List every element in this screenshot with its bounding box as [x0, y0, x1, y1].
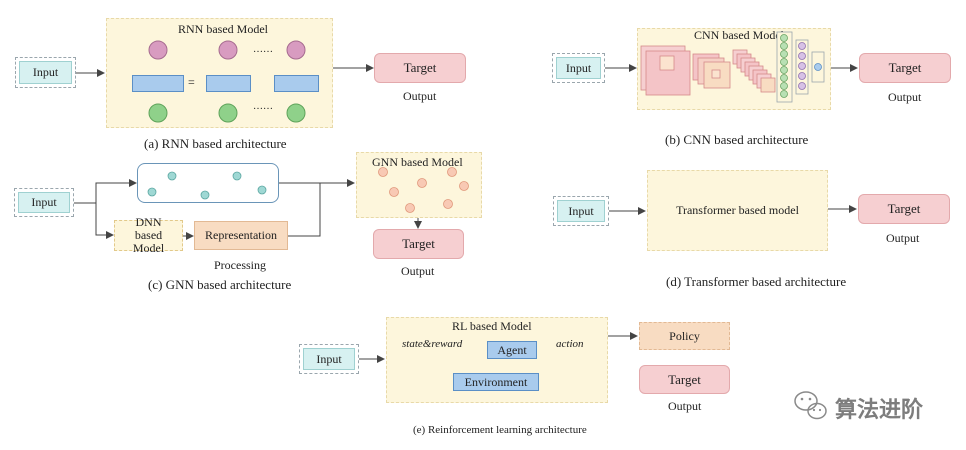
rnn-dots-bottom: …… [253, 101, 273, 112]
watermark-text: 算法进阶 [835, 398, 924, 423]
rl-state-reward-label: state&reward [402, 338, 463, 350]
transformer-target: Target [858, 194, 950, 224]
transformer-output-label: Output [886, 231, 920, 245]
rnn-output-node-3 [286, 40, 306, 60]
rnn-hidden-cell-2 [206, 75, 251, 92]
gnn-processing-label: Processing [214, 258, 266, 272]
rl-target: Target [639, 365, 730, 394]
rl-model-box [386, 317, 608, 403]
transformer-model-label: Transformer based model [676, 203, 799, 217]
gnn-caption: (c) GNN based architecture [148, 277, 292, 292]
rl-input: Input [299, 344, 359, 374]
gnn-representation-label: Representation [205, 228, 277, 242]
rnn-hidden-cell-1 [132, 75, 184, 92]
gnn-model-title: GNN based Model [372, 155, 463, 169]
rnn-output-node-2 [218, 40, 238, 60]
rnn-input: Input [15, 57, 76, 88]
gnn-input: Input [14, 188, 74, 217]
rl-agent-label: Agent [497, 342, 527, 357]
gnn-representation: Representation [194, 221, 288, 250]
rl-input-label: Input [303, 348, 355, 370]
gnn-branch-bottom-arrow [95, 203, 114, 239]
cnn-input: Input [552, 53, 605, 83]
rl-agent-box: Agent [487, 341, 537, 359]
cnn-output-label: Output [888, 90, 922, 104]
rl-model-title: RL based Model [452, 319, 532, 333]
transformer-input-label: Input [557, 200, 605, 222]
gnn-rep-to-model-arrow [288, 179, 355, 237]
gnn-output-label: Output [401, 264, 435, 278]
gnn-target: Target [373, 229, 464, 259]
rl-environment-label: Environment [464, 374, 528, 389]
rl-output-label: Output [668, 399, 702, 413]
cnn-model-title: CNN based Model [694, 28, 784, 42]
rnn-hidden-cell-3 [274, 75, 319, 92]
transformer-input: Input [553, 196, 609, 226]
cnn-input-label: Input [556, 57, 601, 79]
rnn-input-node-3 [286, 103, 306, 123]
rnn-output-node-1 [148, 40, 168, 60]
gnn-branch-top-arrow [74, 179, 137, 204]
rnn-input-label: Input [19, 61, 72, 84]
gnn-input-label: Input [18, 192, 70, 213]
rnn-caption: (a) RNN based architecture [144, 136, 287, 151]
rl-action-label: action [556, 338, 584, 350]
rl-environment-box: Environment [453, 373, 539, 391]
rnn-dots-top: …… [253, 44, 273, 55]
transformer-model-box: Transformer based model [647, 170, 828, 251]
rnn-equals: = [188, 75, 195, 89]
rl-caption: (e) Reinforcement learning architecture [413, 424, 587, 436]
cnn-caption: (b) CNN based architecture [665, 132, 809, 147]
rnn-model-title: RNN based Model [178, 22, 268, 36]
rnn-input-node-2 [218, 103, 238, 123]
rl-policy-label: Policy [669, 328, 700, 343]
rnn-output-label: Output [403, 89, 437, 103]
transformer-caption: (d) Transformer based architecture [666, 274, 847, 289]
gnn-dnn-model: DNN based Model [114, 216, 183, 255]
rnn-input-node-1 [148, 103, 168, 123]
rl-policy-box: Policy [639, 322, 730, 350]
rnn-target: Target [374, 53, 466, 83]
gnn-dnn-model-label: DNN based Model [132, 215, 165, 255]
cnn-target: Target [859, 53, 951, 83]
